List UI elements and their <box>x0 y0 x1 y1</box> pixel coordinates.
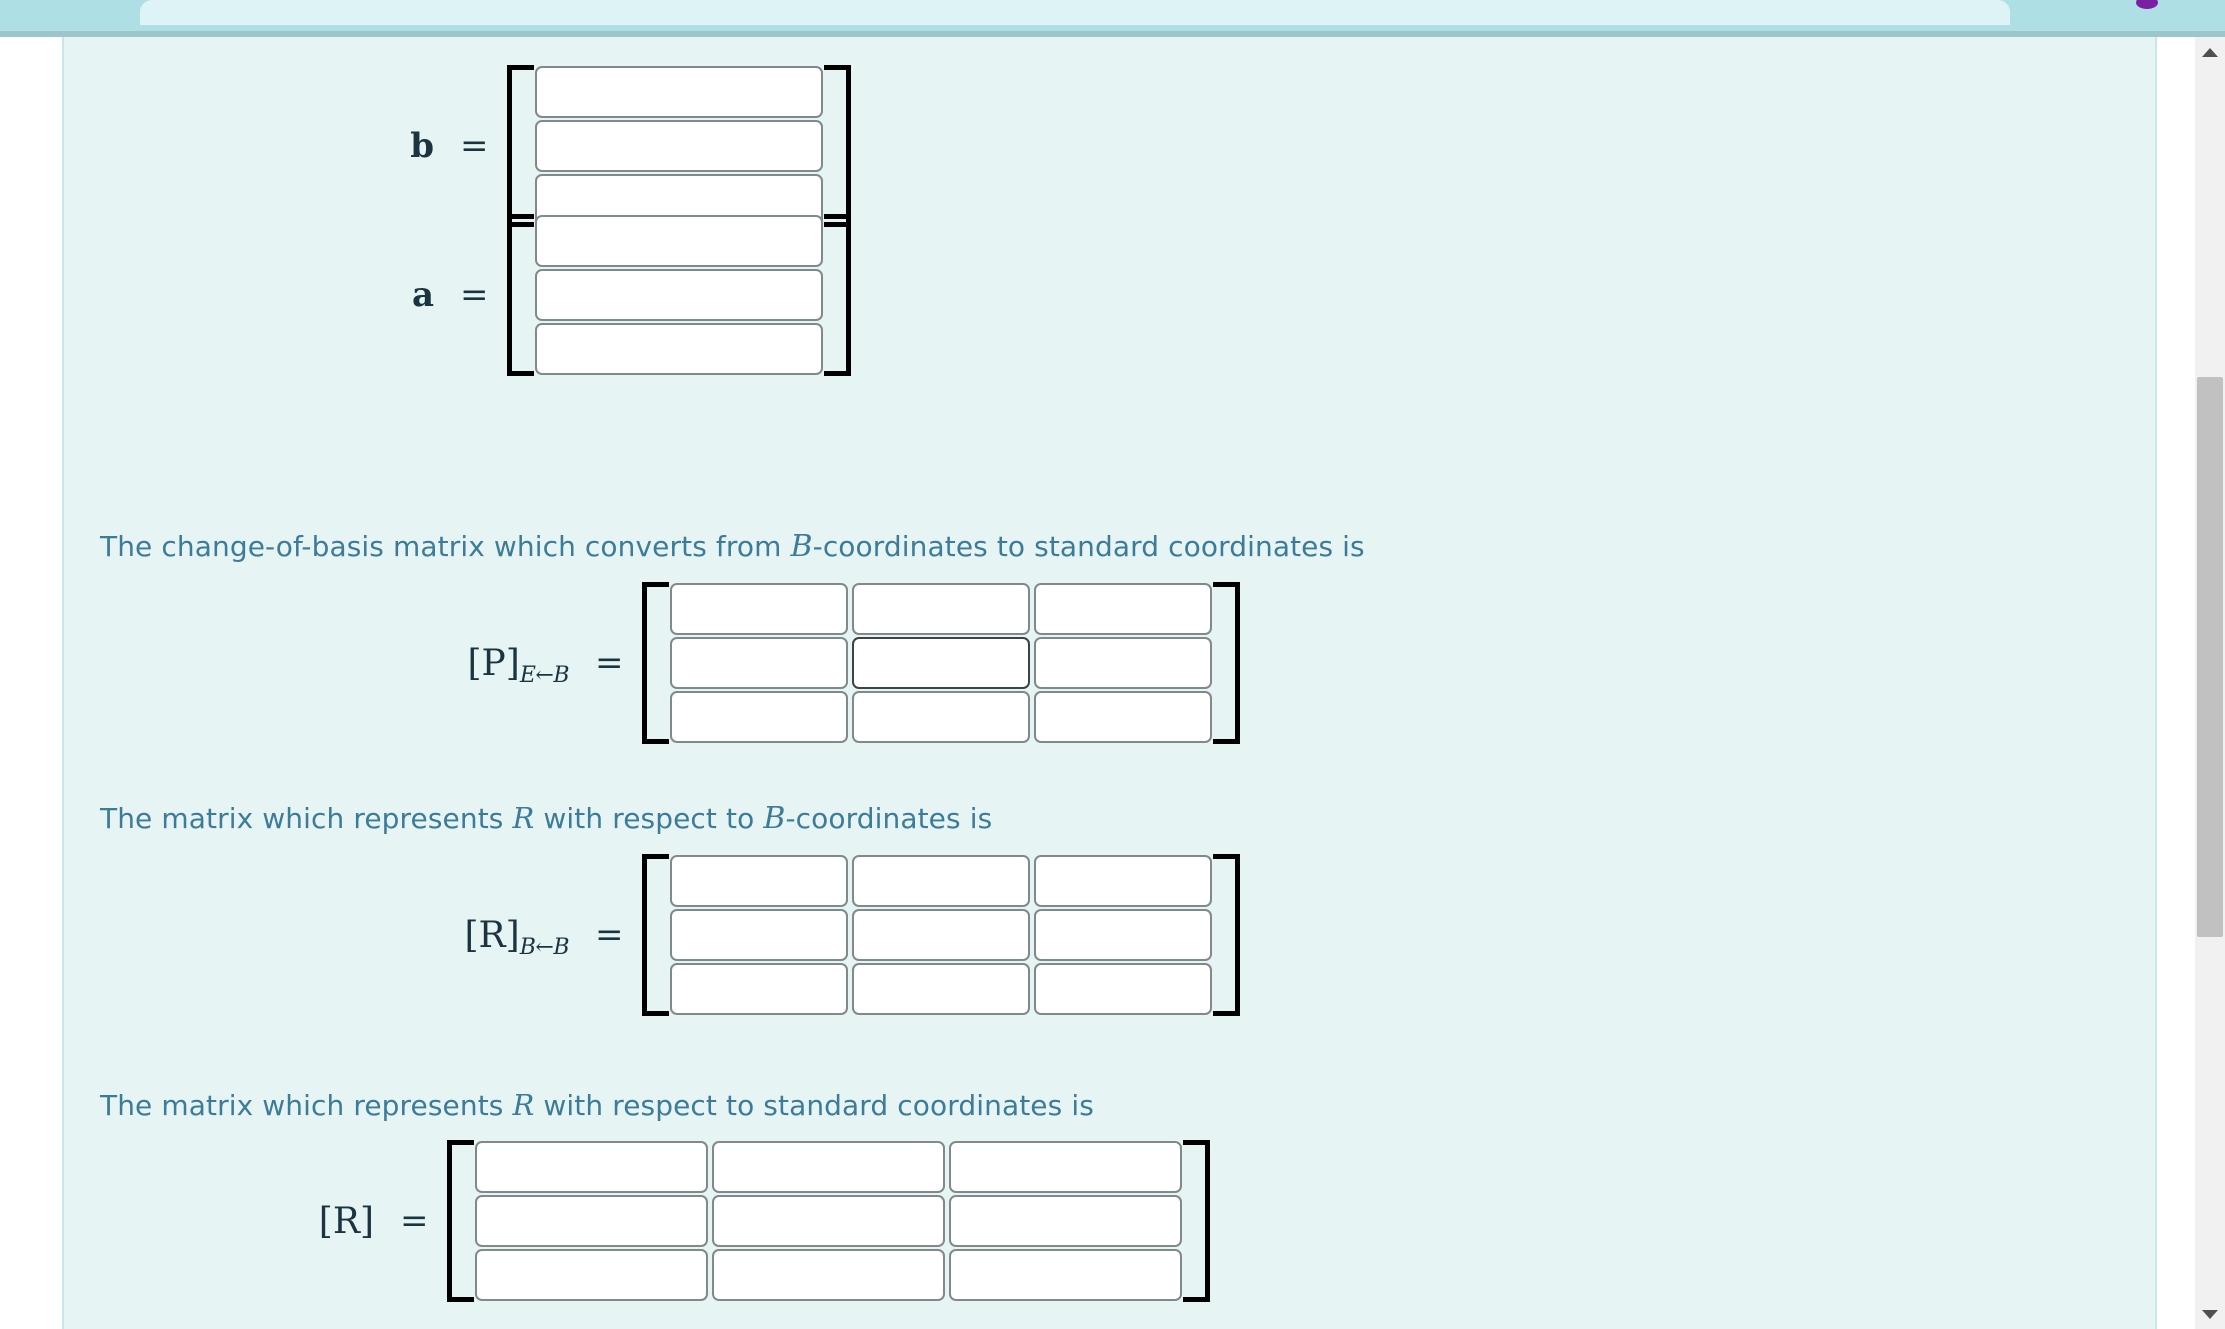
extension-badge-icon[interactable] <box>2136 0 2158 9</box>
matrix-P-label-sub: E←B <box>519 662 570 688</box>
matrix-R-BB-cell-1-0[interactable] <box>669 909 848 961</box>
matrix-row <box>533 65 825 119</box>
matrix-row <box>473 1140 1184 1194</box>
prose-change-of-basis: The change-of-basis matrix which convert… <box>100 529 1365 564</box>
equation-matrix-R-standard: [R] = <box>214 1140 1210 1302</box>
browser-tab[interactable] <box>140 0 2010 25</box>
matrix-brackets-R-BB <box>641 854 1240 1016</box>
matrix-R-BB-cell-2-2[interactable] <box>1033 963 1212 1015</box>
quiz-panel: x = b = <box>62 37 2157 1329</box>
prose-text: The matrix which represents <box>100 1089 513 1122</box>
page-background: x = b = <box>0 37 2225 1329</box>
equation-matrix-R-BB: [R]B←B = <box>409 854 1240 1016</box>
matrix-P-cell-2-1[interactable] <box>851 691 1030 743</box>
matrix-row <box>668 636 1214 690</box>
matrix-R-cell-2-0[interactable] <box>474 1249 708 1301</box>
prose-math-R: R <box>512 1088 535 1122</box>
matrix-R-cell-2-1[interactable] <box>711 1249 945 1301</box>
matrix-P-cell-0-2[interactable] <box>1033 583 1212 635</box>
prose-text: The matrix which represents <box>100 802 513 835</box>
matrix-R-label: [R] <box>214 1201 374 1242</box>
prose-math-B: B <box>790 529 813 564</box>
prose-R-standard: The matrix which represents R with respe… <box>100 1088 1094 1122</box>
prose-text-tail: with respect to standard coordinates is <box>534 1089 1094 1122</box>
matrix-row <box>533 119 825 173</box>
matrix-R-BB-label-sub: B←B <box>519 934 570 960</box>
equation-vector-b: b = <box>364 65 851 227</box>
matrix-R-BB-label-main: [R] <box>464 914 520 956</box>
matrix-P-cell-1-2[interactable] <box>1033 637 1212 689</box>
matrix-row <box>668 582 1214 636</box>
prose-text: The change-of-basis matrix which convert… <box>100 530 791 563</box>
matrix-row <box>473 1194 1184 1248</box>
prose-text-tail: -coordinates is <box>785 802 993 835</box>
triangle-down-icon <box>2202 1309 2218 1319</box>
matrix-brackets-P <box>641 582 1240 744</box>
matrix-R-BB-cell-0-2[interactable] <box>1033 855 1212 907</box>
vector-b-equals: = <box>460 126 489 166</box>
vector-a-cell-2[interactable] <box>534 269 823 321</box>
matrix-P-cell-0-1[interactable] <box>851 583 1030 635</box>
matrix-P-label-main: [P] <box>467 642 520 684</box>
prose-math-R: R <box>512 801 535 835</box>
matrix-R-cell-2-2[interactable] <box>948 1249 1182 1301</box>
prose-R-in-B: The matrix which represents R with respe… <box>100 801 992 836</box>
matrix-R-BB-cell-0-0[interactable] <box>669 855 848 907</box>
vertical-scrollbar[interactable] <box>2195 37 2225 1329</box>
matrix-R-cell-1-2[interactable] <box>948 1195 1182 1247</box>
matrix-brackets-a <box>506 214 851 376</box>
vector-a-cell-1[interactable] <box>534 215 823 267</box>
matrix-P-cell-1-1[interactable] <box>851 637 1030 689</box>
matrix-R-cell-0-1[interactable] <box>711 1141 945 1193</box>
matrix-row <box>668 690 1214 744</box>
matrix-P-cell-0-0[interactable] <box>669 583 848 635</box>
scrollbar-gutter <box>2161 74 2195 1329</box>
triangle-up-icon <box>2202 47 2218 57</box>
matrix-R-cell-0-2[interactable] <box>948 1141 1182 1193</box>
scroll-up-arrow-icon[interactable] <box>2195 37 2225 67</box>
vector-b-cell-1[interactable] <box>534 66 823 118</box>
matrix-R-equals: = <box>400 1201 429 1241</box>
matrix-brackets-b <box>506 65 851 227</box>
matrix-row <box>668 854 1214 908</box>
matrix-P-cell-2-2[interactable] <box>1033 691 1212 743</box>
matrix-P-equals: = <box>595 643 624 683</box>
matrix-R-BB-cell-0-1[interactable] <box>851 855 1030 907</box>
prose-text-tail: -coordinates to standard coordinates is <box>812 530 1365 563</box>
matrix-P-cell-2-0[interactable] <box>669 691 848 743</box>
matrix-P-label: [P]E←B <box>409 642 570 688</box>
scrollbar-thumb[interactable] <box>2197 377 2223 937</box>
matrix-row <box>533 322 825 376</box>
vector-b-label: b <box>410 126 434 166</box>
vector-a-cell-3[interactable] <box>534 323 823 375</box>
matrix-R-BB-cell-2-0[interactable] <box>669 963 848 1015</box>
matrix-R-cell-1-0[interactable] <box>474 1195 708 1247</box>
matrix-R-cell-0-0[interactable] <box>474 1141 708 1193</box>
matrix-R-BB-label: [R]B←B <box>409 914 570 960</box>
equation-matrix-P: [P]E←B = <box>409 582 1240 744</box>
vector-a-label: a <box>411 275 434 315</box>
matrix-R-BB-equals: = <box>595 915 624 955</box>
matrix-row <box>473 1248 1184 1302</box>
matrix-brackets-R <box>446 1140 1210 1302</box>
matrix-row <box>533 268 825 322</box>
matrix-row <box>533 214 825 268</box>
prose-math-B: B <box>763 801 786 836</box>
matrix-row <box>668 962 1214 1016</box>
matrix-R-BB-cell-2-1[interactable] <box>851 963 1030 1015</box>
matrix-R-cell-1-1[interactable] <box>711 1195 945 1247</box>
matrix-R-label-main: [R] <box>318 1200 374 1242</box>
matrix-row <box>668 908 1214 962</box>
matrix-R-BB-cell-1-2[interactable] <box>1033 909 1212 961</box>
prose-text-mid: with respect to <box>534 802 764 835</box>
vector-b-cell-2[interactable] <box>534 120 823 172</box>
matrix-R-BB-cell-1-1[interactable] <box>851 909 1030 961</box>
scroll-down-arrow-icon[interactable] <box>2195 1299 2225 1329</box>
vector-a-equals: = <box>460 275 489 315</box>
equation-vector-a: a = <box>364 214 851 376</box>
browser-chrome-bar <box>0 0 2225 35</box>
matrix-P-cell-1-0[interactable] <box>669 637 848 689</box>
chrome-separator <box>0 31 2225 37</box>
